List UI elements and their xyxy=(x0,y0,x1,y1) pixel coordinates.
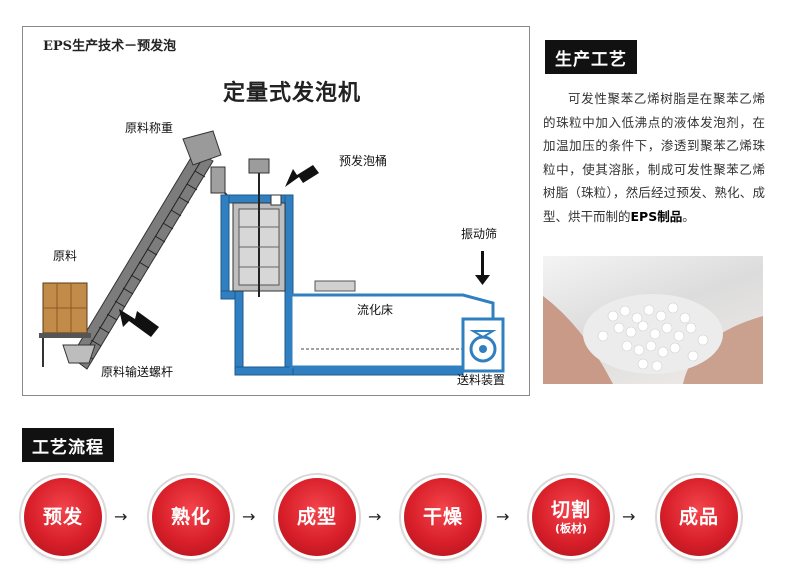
label-raw-material: 原料 xyxy=(53,249,78,263)
step-label: 干燥 xyxy=(422,506,463,528)
step-label: 熟化 xyxy=(170,506,211,528)
diagram-title: 定量式发泡机 xyxy=(223,81,362,106)
production-text-end: 。 xyxy=(682,208,695,224)
screw-conveyor-shape xyxy=(62,130,238,370)
flow-heading: 工艺流程 xyxy=(22,428,114,462)
raw-material-crate xyxy=(39,282,91,367)
feeding-device-shape xyxy=(461,317,505,373)
pointer-arrows xyxy=(119,165,490,337)
flow-arrow: → xyxy=(242,507,256,526)
label-pre-foam-bucket: 预发泡桶 xyxy=(339,154,388,168)
foaming-machine-diagram: EPS生产技术－预发泡 定量式发泡机 原料称重 预发泡桶 振动筛 原料 流化床 … xyxy=(22,26,530,396)
diagram-corner-title: EPS生产技术－预发泡 xyxy=(43,39,177,54)
production-text: 可发性聚苯乙烯树脂是在聚苯乙烯的珠粒中加入低沸点的液体发泡剂，在加温加压的条件下… xyxy=(543,91,765,224)
flow-arrow: → xyxy=(368,507,382,526)
step-pre-foam: 预发 xyxy=(24,478,102,556)
label-vibrating-screen: 振动筛 xyxy=(461,227,498,241)
flow-arrow: → xyxy=(114,507,128,526)
label-fluid-bed: 流化床 xyxy=(357,303,394,317)
machine-blue-frame xyxy=(220,194,464,376)
step-sub-label: (板材) xyxy=(554,522,588,535)
pre-foam-tank-shape xyxy=(232,158,286,297)
step-drying: 干燥 xyxy=(404,478,482,556)
process-flow: 预发 → 熟化 → 成型 → 干燥 → 切割(板材) → 成品 xyxy=(24,478,764,556)
flow-arrow: → xyxy=(496,507,510,526)
step-molding: 成型 xyxy=(278,478,356,556)
step-cutting: 切割(板材) xyxy=(532,478,610,556)
step-label: 成型 xyxy=(296,506,337,528)
step-label: 切割 xyxy=(550,499,591,521)
step-curing: 熟化 xyxy=(152,478,230,556)
beads-illustration xyxy=(543,294,763,384)
label-weighing: 原料称重 xyxy=(125,121,174,135)
flow-arrow: → xyxy=(622,507,636,526)
machine-illustration xyxy=(39,130,505,376)
production-text-bold: EPS制品 xyxy=(630,208,683,224)
step-finished-product: 成品 xyxy=(660,478,738,556)
production-heading: 生产工艺 xyxy=(545,40,637,74)
step-label: 预发 xyxy=(42,506,83,528)
label-screw-conveyor: 原料输送螺杆 xyxy=(101,365,174,379)
label-feeding-device: 送料装置 xyxy=(457,373,506,387)
eps-beads-photo xyxy=(543,256,763,384)
production-description: 可发性聚苯乙烯树脂是在聚苯乙烯的珠粒中加入低沸点的液体发泡剂，在加温加压的条件下… xyxy=(543,87,765,228)
step-label: 成品 xyxy=(678,506,719,528)
